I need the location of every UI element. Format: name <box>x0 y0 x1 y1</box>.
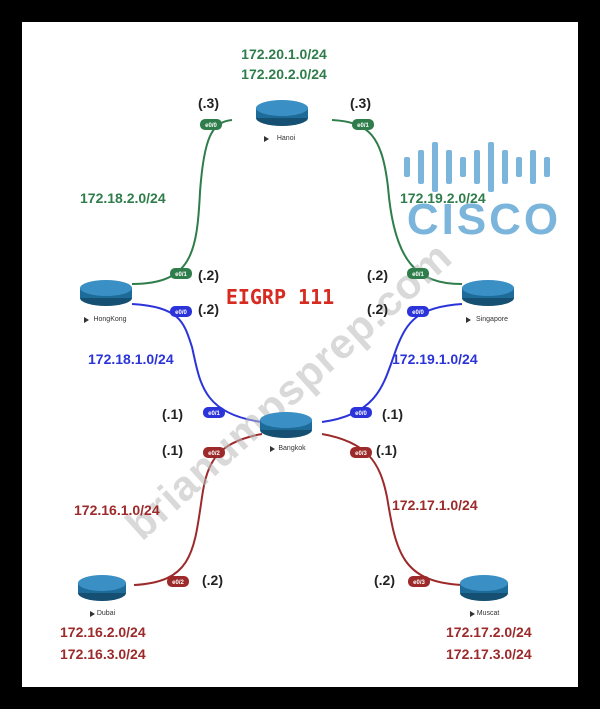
svg-text:e0/1: e0/1 <box>412 272 424 278</box>
host-hongkong-green: (.2) <box>198 267 219 283</box>
host-muscat: (.2) <box>374 572 395 588</box>
port-bangkok-left2: e0/2 <box>203 447 225 458</box>
cisco-logo-text: CISCO <box>407 195 561 244</box>
subnet-bangkok-dubai: 172.16.1.0/24 <box>74 502 160 518</box>
svg-text:e0/0: e0/0 <box>175 310 187 316</box>
port-singapore-green: e0/1 <box>407 268 429 279</box>
port-bangkok-right2: e0/3 <box>350 447 372 458</box>
subnet-singapore-bangkok: 172.19.1.0/24 <box>392 351 478 367</box>
diagram-canvas: CISCO brianumpsprep.com EIGRP 111 Hanoi … <box>22 22 578 687</box>
router-label-hanoi: Hanoi <box>277 135 296 142</box>
router-label-dubai: Dubai <box>97 610 116 617</box>
port-hongkong-green: e0/1 <box>170 268 192 279</box>
subnet-singapore-hanoi: 172.19.2.0/24 <box>400 190 486 206</box>
host-hanoi-right: (.3) <box>350 95 371 111</box>
cisco-logo: CISCO <box>404 142 561 244</box>
router-icon <box>80 280 132 296</box>
router-icon <box>256 100 308 116</box>
svg-text:e0/0: e0/0 <box>205 123 217 129</box>
subnet-dubai-lan1: 172.16.2.0/24 <box>60 624 146 640</box>
host-hongkong-blue: (.2) <box>198 301 219 317</box>
svg-text:e0/2: e0/2 <box>172 580 184 586</box>
host-dubai: (.2) <box>202 572 223 588</box>
subnet-hanoi-lan2: 172.20.2.0/24 <box>241 66 327 82</box>
host-singapore-green: (.2) <box>367 267 388 283</box>
link-bangkok-muscat <box>321 433 463 586</box>
router-label-singapore: Singapore <box>476 316 508 323</box>
subnet-hongkong-bangkok: 172.18.1.0/24 <box>88 351 174 367</box>
svg-text:e0/0: e0/0 <box>412 310 424 316</box>
port-dubai: e0/2 <box>167 576 189 587</box>
router-hongkong[interactable]: HongKong <box>80 280 132 323</box>
router-dubai[interactable]: Dubai <box>78 575 126 617</box>
svg-text:e0/3: e0/3 <box>355 451 367 457</box>
subnet-bangkok-muscat: 172.17.1.0/24 <box>392 497 478 513</box>
host-bangkok-right2: (.1) <box>376 442 397 458</box>
eigrp-title: EIGRP 111 <box>226 285 334 309</box>
host-bangkok-right: (.1) <box>382 406 403 422</box>
subnet-hanoi-lan1: 172.20.1.0/24 <box>241 46 327 62</box>
router-label-hongkong: HongKong <box>93 316 126 323</box>
host-singapore-blue: (.2) <box>367 301 388 317</box>
port-singapore-blue: e0/0 <box>407 306 429 317</box>
host-hanoi-left: (.3) <box>198 95 219 111</box>
subnet-dubai-lan2: 172.16.3.0/24 <box>60 646 146 662</box>
port-bangkok-left: e0/1 <box>203 407 225 418</box>
host-bangkok-left: (.1) <box>162 406 183 422</box>
svg-text:e0/2: e0/2 <box>208 451 220 457</box>
router-icon <box>260 412 312 428</box>
port-muscat: e0/3 <box>408 576 430 587</box>
router-label-muscat: Muscat <box>477 610 500 617</box>
port-hongkong-blue: e0/0 <box>170 306 192 317</box>
port-hanoi-left: e0/0 <box>200 119 222 130</box>
link-bangkok-dubai <box>133 433 263 586</box>
router-bangkok[interactable]: Bangkok <box>260 412 312 452</box>
router-icon <box>78 575 126 591</box>
svg-text:e0/0: e0/0 <box>355 411 367 417</box>
svg-text:e0/3: e0/3 <box>413 580 425 586</box>
subnet-hongkong-hanoi: 172.18.2.0/24 <box>80 190 166 206</box>
router-hanoi[interactable]: Hanoi <box>256 100 308 142</box>
router-singapore[interactable]: Singapore <box>462 280 514 323</box>
router-muscat[interactable]: Muscat <box>460 575 508 617</box>
port-bangkok-right: e0/0 <box>350 407 372 418</box>
svg-text:e0/1: e0/1 <box>175 272 187 278</box>
svg-text:e0/1: e0/1 <box>208 411 220 417</box>
subnet-muscat-lan2: 172.17.3.0/24 <box>446 646 532 662</box>
router-icon <box>462 280 514 296</box>
subnet-muscat-lan1: 172.17.2.0/24 <box>446 624 532 640</box>
router-label-bangkok: Bangkok <box>278 445 306 452</box>
svg-text:e0/1: e0/1 <box>357 123 369 129</box>
port-hanoi-right: e0/1 <box>352 119 374 130</box>
router-icon <box>460 575 508 591</box>
host-bangkok-left2: (.1) <box>162 442 183 458</box>
